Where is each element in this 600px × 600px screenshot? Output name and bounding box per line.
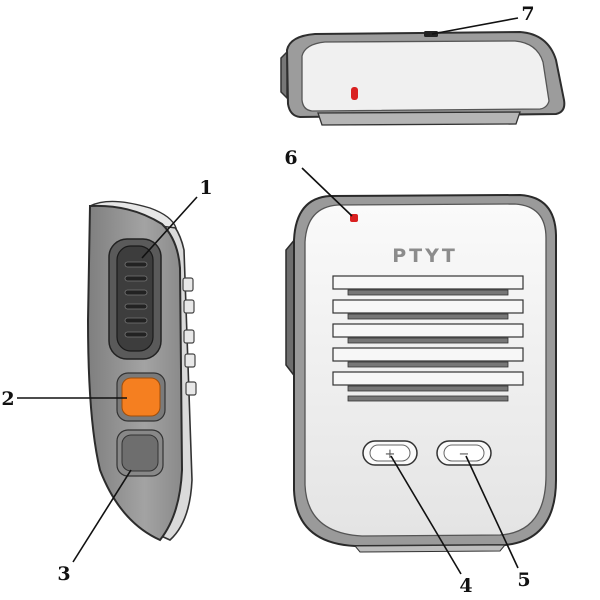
brand-logo: PTYT [392,245,458,267]
side-key [182,277,194,292]
grille-slot [332,371,524,392]
leader-line-5 [465,455,519,569]
callout-number-2: 2 [1,388,14,410]
speaker-grille [332,275,524,402]
side-key [183,329,195,344]
top-view-face [301,40,550,112]
ptt-button-pad [116,245,154,352]
top-view-led [351,87,358,100]
callout-numbers: 1 2 3 4 5 6 7 [1,3,534,597]
side-key [185,381,197,396]
grille-slot [347,395,509,402]
leader-lines [17,17,519,575]
callout-number-5: 5 [517,569,530,591]
ptt-button [108,238,162,360]
side-view-side-keys [182,277,197,396]
volume-up-sign: + [385,447,396,462]
leader-line-7 [431,17,519,35]
side-view [86,200,197,542]
leader-line-3 [72,469,132,563]
top-view-side-knob [280,50,288,100]
callout-number-6: 6 [284,147,297,169]
side-key [183,299,195,314]
callout-number-7: 7 [521,3,534,25]
leader-line-4 [390,455,462,575]
top-port [424,31,438,37]
orange-function-key [116,372,166,422]
volume-down-sign: − [459,447,470,462]
leader-line-1 [141,196,198,259]
front-view-bottom-rim [353,544,507,553]
gray-function-key [116,429,164,477]
ptt-button-ribs [124,261,148,338]
callout-number-4: 4 [459,575,472,597]
grille-slot [332,323,524,344]
callout-number-3: 3 [57,563,70,585]
grille-slot [332,347,524,368]
top-view-bottom-rim [317,111,521,126]
leader-line-6 [301,167,353,217]
volume-up-button: + [362,440,418,466]
side-key [184,353,196,368]
grille-slot [332,275,524,296]
top-view [280,30,566,126]
grille-slot [332,299,524,320]
volume-down-button: − [436,440,492,466]
front-view: PTYT [285,193,557,553]
callout-number-1: 1 [199,177,212,199]
